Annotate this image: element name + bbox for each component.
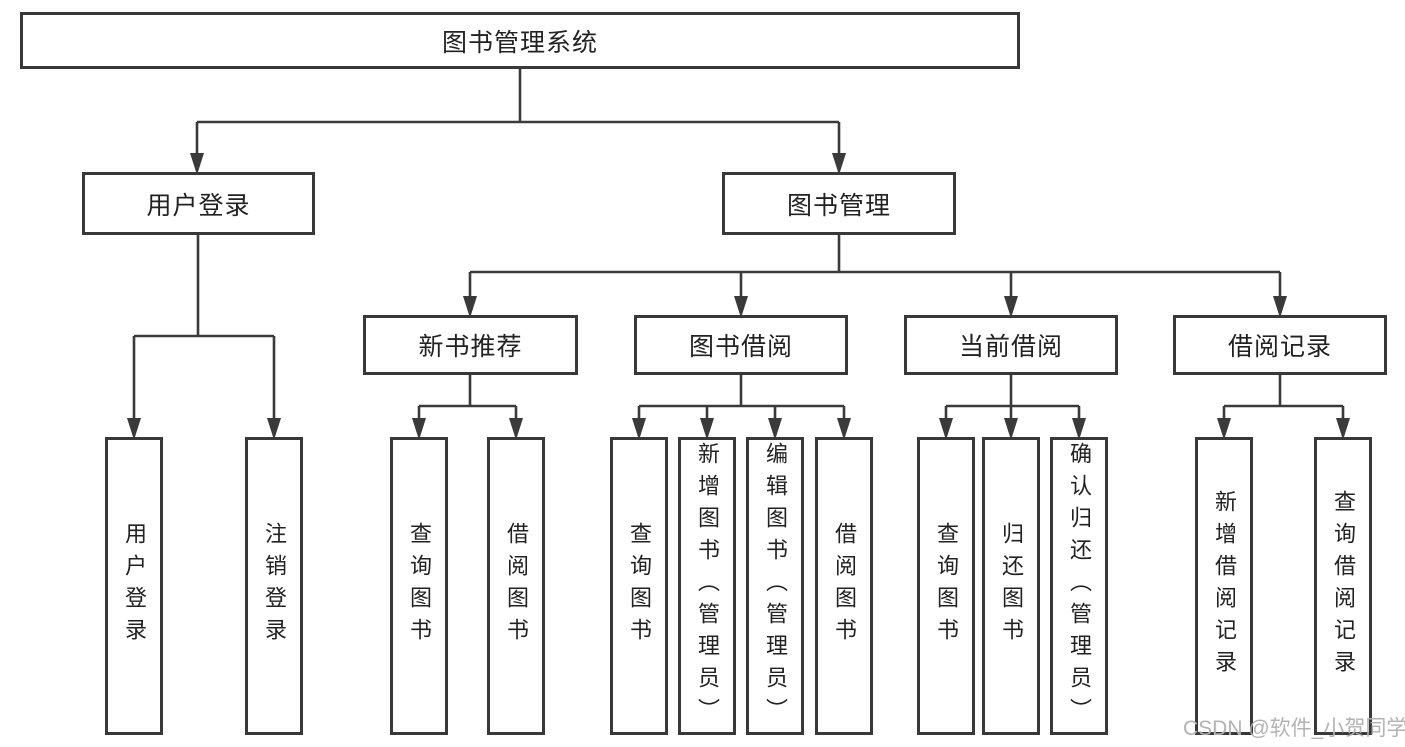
- node-current-borrow-label: 当前借阅: [958, 333, 1063, 361]
- leaf-add-borrow-record: 新增借阅记录: [1195, 437, 1253, 735]
- connector-user-login-children: [127, 235, 281, 440]
- node-new-book-recommend: 新书推荐: [363, 315, 578, 375]
- leaf-logout-label: 注销登录: [262, 522, 287, 650]
- node-library-system: 图书管理系统: [20, 12, 1020, 69]
- leaf-borrow-books: 借阅图书: [815, 437, 873, 735]
- node-book-borrow: 图书借阅: [634, 315, 848, 375]
- leaf-return-books: 归还图书: [982, 437, 1040, 735]
- leaf-borrow-books-recommend: 借阅图书: [487, 437, 545, 735]
- node-current-borrow: 当前借阅: [904, 315, 1118, 375]
- leaf-query-books-recommend: 查询图书: [390, 437, 448, 735]
- node-user-login: 用户登录: [82, 172, 315, 235]
- leaf-user-login-label: 用户登录: [122, 522, 147, 650]
- leaf-query-books-recommend-label: 查询图书: [407, 522, 432, 650]
- csdn-watermark: CSDN @软件_小贺同学: [1183, 717, 1405, 740]
- connector-cur-borrow-children: [939, 375, 1086, 440]
- leaf-user-login: 用户登录: [105, 437, 163, 735]
- connector-book-borrow-children: [632, 375, 851, 440]
- leaf-query-books-borrow: 查询图书: [610, 437, 668, 735]
- node-library-system-label: 图书管理系统: [441, 28, 598, 57]
- leaf-confirm-return-admin-label: 确认归还（管理员）: [1067, 442, 1092, 730]
- node-book-management: 图书管理: [722, 172, 956, 235]
- leaf-query-borrow-record-label: 查询借阅记录: [1331, 490, 1356, 682]
- leaf-logout: 注销登录: [245, 437, 303, 735]
- leaf-return-books-label: 归还图书: [999, 522, 1024, 650]
- node-book-management-label: 图书管理: [786, 191, 891, 220]
- leaf-query-borrow-record: 查询借阅记录: [1314, 437, 1372, 735]
- leaf-add-books-admin-label: 新增图书（管理员）: [695, 442, 720, 730]
- connector-book-mgmt-children: [463, 235, 1287, 318]
- leaf-query-books-current-label: 查询图书: [934, 522, 959, 650]
- node-borrow-records-label: 借阅记录: [1227, 333, 1332, 361]
- leaf-add-books-admin: 新增图书（管理员）: [678, 437, 736, 735]
- leaf-edit-books-admin-label: 编辑图书（管理员）: [763, 442, 788, 730]
- leaf-confirm-return-admin: 确认归还（管理员）: [1050, 437, 1108, 735]
- connector-new-rec-children: [412, 375, 523, 440]
- leaf-query-books-borrow-label: 查询图书: [627, 522, 652, 650]
- node-user-login-label: 用户登录: [146, 191, 251, 220]
- node-book-borrow-label: 图书借阅: [688, 333, 793, 361]
- node-new-book-recommend-label: 新书推荐: [418, 333, 523, 361]
- leaf-add-borrow-record-label: 新增借阅记录: [1212, 490, 1237, 682]
- connector-root-to-level2: [190, 69, 846, 175]
- leaf-query-books-current: 查询图书: [917, 437, 975, 735]
- leaf-borrow-books-recommend-label: 借阅图书: [504, 522, 529, 650]
- leaf-edit-books-admin: 编辑图书（管理员）: [746, 437, 804, 735]
- connector-borrow-rec-children: [1217, 375, 1350, 440]
- leaf-borrow-books-label: 借阅图书: [832, 522, 857, 650]
- node-borrow-records: 借阅记录: [1173, 315, 1387, 375]
